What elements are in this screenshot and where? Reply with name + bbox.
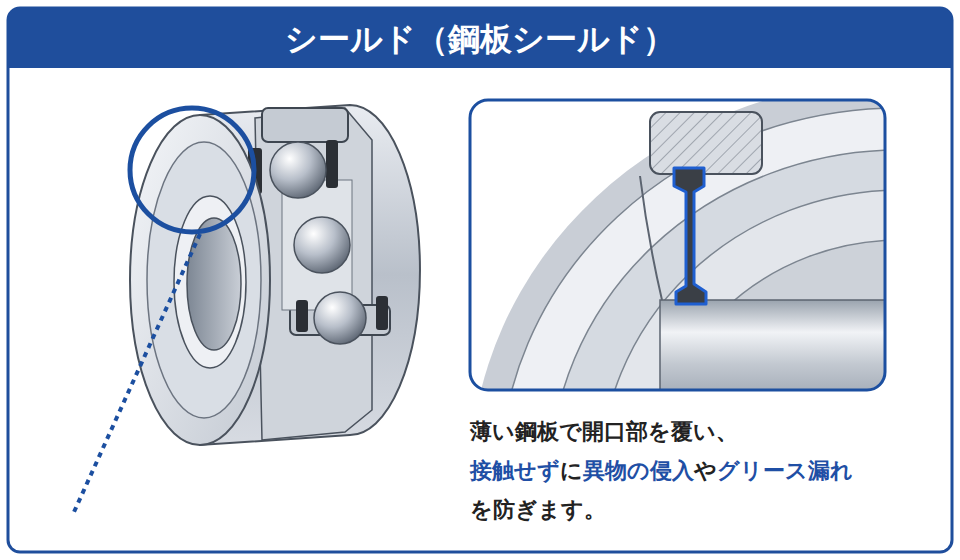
description-text: を防ぎます。 (470, 490, 940, 529)
description-text: や (694, 458, 717, 483)
description-text: に (560, 458, 583, 483)
title: シールド（鋼板シールド） (8, 10, 952, 68)
description-text: 薄い鋼板で開口部を覆い、 (470, 412, 940, 451)
highlight-text: 接触せず (470, 458, 560, 483)
description: 薄い鋼板で開口部を覆い、接触せずに異物の侵入やグリース漏れを防ぎます。 (470, 412, 940, 529)
highlight-text: グリース漏れ (717, 458, 853, 483)
highlight-text: 異物の侵入 (583, 458, 694, 483)
